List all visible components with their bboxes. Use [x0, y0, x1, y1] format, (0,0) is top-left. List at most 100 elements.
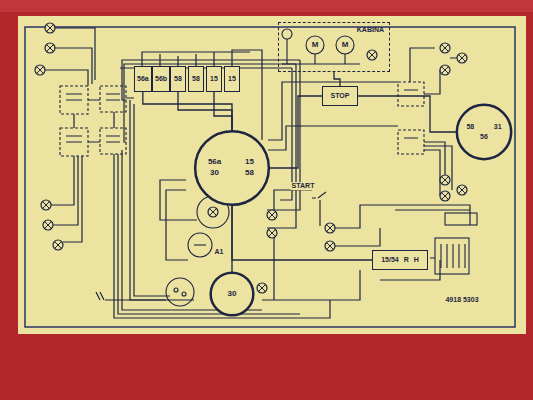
wire	[160, 180, 197, 260]
terminal-label: 56b	[155, 75, 167, 83]
circle-outline	[456, 104, 512, 160]
wire-connector	[358, 96, 456, 132]
connector-circle	[166, 278, 194, 306]
terminal-label: 58	[192, 75, 200, 83]
lamp-symbol	[440, 43, 450, 53]
fuse-box: KABINA	[278, 22, 390, 72]
lamp-symbol	[41, 200, 51, 210]
wire-connector	[143, 92, 232, 130]
wire	[282, 39, 360, 64]
relay-box	[398, 130, 424, 154]
terminal-label: 15	[228, 75, 236, 83]
coil-box	[435, 238, 469, 274]
pin	[182, 292, 186, 296]
wire-connector	[214, 92, 232, 130]
wire	[120, 60, 300, 142]
wire-connector	[178, 92, 232, 130]
wire	[424, 146, 452, 196]
part-label: A1	[214, 248, 225, 256]
terminal-label: 58	[174, 75, 182, 83]
wire	[267, 60, 300, 228]
terminal-switch: 30	[210, 272, 254, 316]
part-label: START	[291, 182, 316, 190]
lamp-symbol	[457, 53, 467, 63]
metal-sheen	[0, 0, 533, 12]
fuse-box: 58	[170, 66, 186, 92]
relay-box	[100, 86, 126, 112]
switch-symbol	[282, 29, 292, 39]
wire	[130, 100, 170, 300]
wire	[268, 82, 398, 150]
terminal-label: 30	[200, 169, 229, 178]
relays	[60, 29, 477, 306]
terminal-label: 58	[235, 169, 264, 178]
lamp-symbol	[367, 50, 377, 60]
wire-connector	[334, 72, 340, 86]
lamp-symbol	[45, 43, 55, 53]
coil-winding	[441, 244, 465, 268]
fuse-box: 56a	[134, 66, 152, 92]
pin	[174, 288, 178, 292]
start-switch	[312, 192, 326, 198]
wires	[45, 28, 470, 318]
lamp-symbol	[208, 207, 218, 217]
lamp-symbol	[35, 65, 45, 75]
terminal-label: STOP	[331, 92, 350, 100]
fuse-box: 56b	[152, 66, 170, 92]
terminal-label: 56a	[137, 75, 149, 83]
meter-needle	[194, 244, 206, 245]
fuse-box: 15	[206, 66, 222, 92]
terminal-label: 56a	[200, 158, 229, 167]
lamp-symbol	[457, 185, 467, 195]
panel-border	[25, 27, 515, 327]
fuse-box: 58	[188, 66, 204, 92]
wire-connector	[232, 206, 372, 260]
lamp-symbol	[325, 223, 335, 233]
lamp-symbol	[257, 283, 267, 293]
lamp-symbol	[45, 23, 55, 33]
lamp-symbol	[440, 65, 450, 75]
relay-box	[398, 82, 424, 106]
plate-number: 4918 5303	[444, 296, 479, 304]
lamp-symbol	[440, 191, 450, 201]
fuse-box: 15/54 RH	[372, 250, 428, 270]
terminal-label: H	[414, 256, 419, 264]
wire	[262, 210, 470, 300]
wire	[320, 200, 470, 246]
wire	[51, 156, 82, 242]
lamp-symbol	[325, 241, 335, 251]
lamp-symbol	[267, 210, 277, 220]
terminal-label: 15	[210, 75, 218, 83]
terminal-label: KABINA	[357, 26, 384, 34]
terminal-label: 31	[487, 123, 508, 131]
part-label: M	[341, 41, 350, 50]
lamp-symbol	[440, 175, 450, 185]
wire	[96, 292, 194, 300]
fuse-box: STOP	[322, 86, 358, 106]
relay-box	[100, 128, 126, 154]
terminal-label: 15	[235, 158, 264, 167]
wire	[274, 190, 312, 300]
motor-symbol	[336, 36, 354, 54]
terminal-switch: 56a 15 30 58	[194, 130, 270, 206]
motor-symbol	[306, 36, 324, 54]
wire	[410, 48, 462, 180]
wire-connector	[231, 206, 232, 272]
terminal-label: 58	[460, 123, 481, 131]
switch-box	[445, 213, 477, 225]
terminal-label: 15/54	[381, 256, 399, 264]
terminal-switch: 583156	[456, 104, 512, 160]
part-label: M	[311, 41, 320, 50]
terminal-label: R	[404, 256, 409, 264]
panel	[18, 16, 526, 334]
wire	[45, 28, 95, 86]
fuse-box: 15	[224, 66, 240, 92]
circle-outline	[194, 130, 270, 206]
meter-circle	[188, 233, 212, 257]
lamp-symbol	[267, 228, 277, 238]
lamps	[35, 23, 467, 293]
wire	[142, 50, 262, 140]
